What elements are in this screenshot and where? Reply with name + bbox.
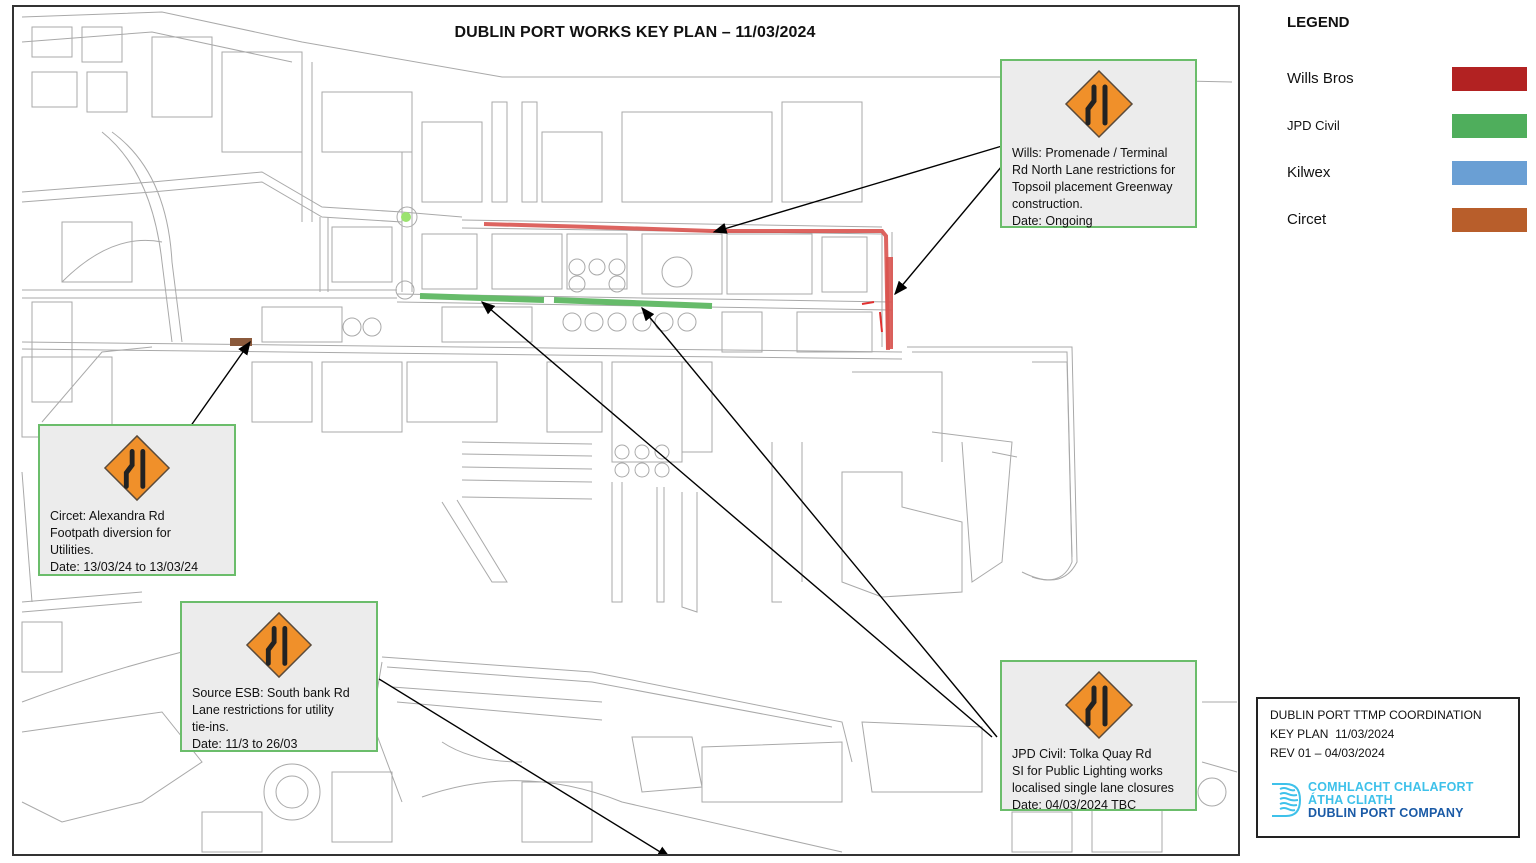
road-narrows-sign-icon [245, 611, 313, 679]
road-narrows-sign-icon [1064, 69, 1133, 139]
callout-text: Circet: Alexandra Rd Footpath diversion … [50, 509, 199, 574]
logo-line2: ÁTHA CLIATH [1308, 792, 1393, 807]
callout-wills[interactable]: Wills: Promenade / Terminal Rd North Lan… [1000, 59, 1197, 228]
legend-item-jpd-civil: JPD Civil [1287, 102, 1527, 149]
road-narrows-sign-icon [103, 434, 171, 502]
callout-jpd-civil[interactable]: JPD Civil: Tolka Quay Rd SI for Public L… [1000, 660, 1197, 812]
title-block-line1: DUBLIN PORT TTMP COORDINATION [1270, 708, 1482, 722]
logo-line3: DUBLIN PORT COMPANY [1308, 805, 1464, 820]
callout-text: Wills: Promenade / Terminal Rd North Lan… [1012, 146, 1176, 228]
logo-line1: COMHLACHT CHALAFORT [1308, 779, 1474, 794]
legend: LEGEND Wills Bros JPD Civil Kilwex Circe… [1287, 14, 1527, 243]
legend-swatch-red [1452, 66, 1527, 91]
callout-source-esb[interactable]: Source ESB: South bank Rd Lane restricti… [180, 601, 378, 752]
title-block: DUBLIN PORT TTMP COORDINATION KEY PLAN 1… [1256, 697, 1520, 838]
road-narrows-sign-icon [1064, 670, 1133, 740]
legend-swatch-orange [1452, 207, 1527, 232]
callout-circet[interactable]: Circet: Alexandra Rd Footpath diversion … [38, 424, 236, 576]
legend-swatch-blue [1452, 160, 1527, 185]
callout-text: Source ESB: South bank Rd Lane restricti… [192, 686, 350, 751]
legend-item-wills-bros: Wills Bros [1287, 55, 1527, 102]
title-block-line2: KEY PLAN 11/03/2024 [1270, 727, 1395, 741]
legend-swatch-green [1452, 113, 1527, 138]
title-block-line3: REV 01 – 04/03/2024 [1270, 746, 1385, 760]
callout-text: JPD Civil: Tolka Quay Rd SI for Public L… [1012, 747, 1174, 812]
legend-item-kilwex: Kilwex [1287, 149, 1527, 196]
legend-item-circet: Circet [1287, 196, 1527, 243]
page-title: DUBLIN PORT WORKS KEY PLAN – 11/03/2024 [454, 24, 816, 41]
legend-title: LEGEND [1287, 14, 1350, 31]
dublin-port-logo: COMHLACHT CHALAFORT ÁTHA CLIATH DUBLIN P… [1270, 780, 1474, 820]
dublin-port-wave-logo-icon [1272, 783, 1301, 817]
